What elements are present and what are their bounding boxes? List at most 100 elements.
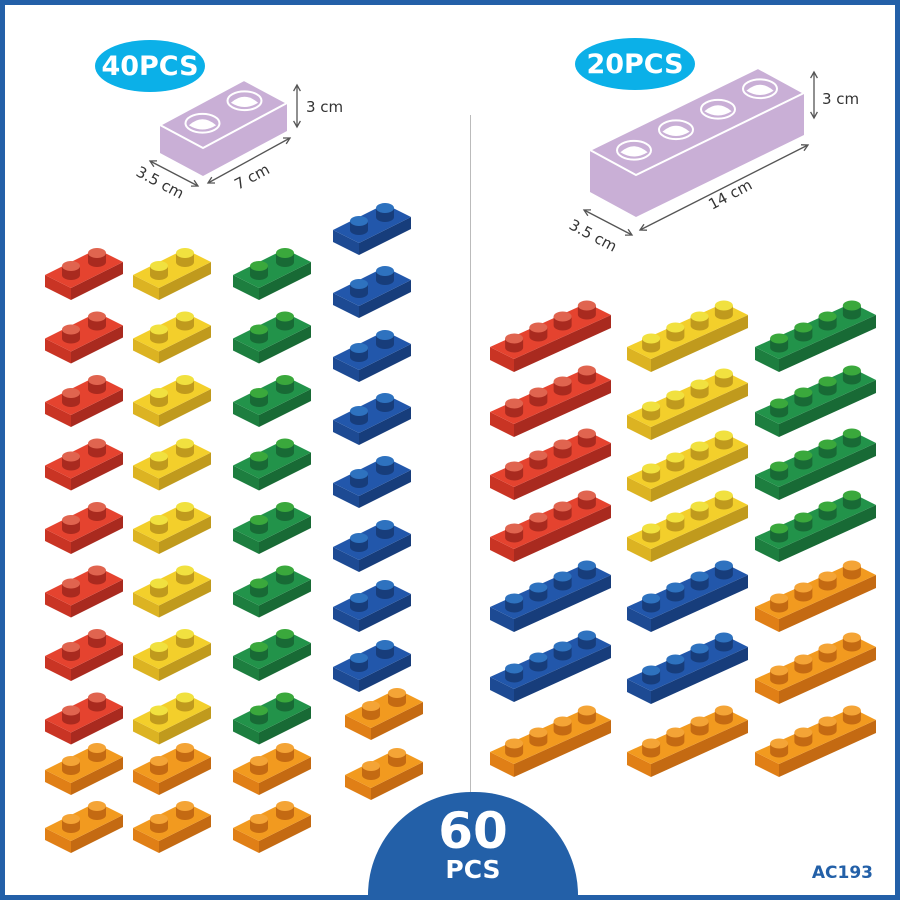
brick-side-face xyxy=(779,505,876,562)
stud-top xyxy=(714,300,733,311)
stud-top xyxy=(666,452,685,463)
brick-side-face xyxy=(259,579,311,618)
brick-end-face xyxy=(233,275,259,300)
divider xyxy=(470,115,471,795)
stud-top xyxy=(350,216,368,226)
stud-top xyxy=(350,533,368,543)
left-length-arrow xyxy=(207,137,291,184)
brick-side-face xyxy=(359,217,411,255)
brick-4x1-orange xyxy=(755,560,876,632)
brick-side-face xyxy=(359,280,411,318)
stud-top xyxy=(350,653,368,663)
stud-highlight xyxy=(188,119,217,130)
stud-top xyxy=(88,502,106,512)
stud-top xyxy=(529,387,548,398)
brick-end-face xyxy=(490,537,514,562)
stud-highlight xyxy=(230,96,259,107)
stud-top xyxy=(842,705,861,716)
stud-top xyxy=(714,490,733,501)
brick-side-face xyxy=(259,452,311,491)
brick-2x1-orange xyxy=(45,801,123,853)
brick-2x1-yellow xyxy=(133,692,211,745)
brick-side-face xyxy=(651,383,748,440)
stud-top xyxy=(714,430,733,441)
stud-top xyxy=(150,261,168,271)
brick-end-face xyxy=(755,752,779,777)
brick-side-face xyxy=(651,720,748,777)
stud-top xyxy=(770,523,789,534)
stud-top xyxy=(362,761,380,771)
stud-top xyxy=(505,333,524,344)
brick-side-face xyxy=(779,315,876,372)
stud-top xyxy=(388,748,406,758)
brick-2x1-blue xyxy=(333,330,411,382)
brick-4x1-yellow xyxy=(627,368,748,440)
brick-2x1-yellow xyxy=(133,565,211,618)
brick-end-face xyxy=(45,402,71,427)
brick-4x1-green xyxy=(755,300,876,372)
stud-top xyxy=(794,322,813,333)
stud-top xyxy=(577,428,596,439)
brick-end-face xyxy=(45,529,71,554)
brick-side-face xyxy=(779,380,876,437)
stud-top xyxy=(276,248,294,258)
brick-side-face xyxy=(71,325,123,364)
brick-end-face xyxy=(333,230,359,255)
brick-end-face xyxy=(755,347,779,372)
brick-side-face xyxy=(259,643,311,681)
stud-top xyxy=(818,311,837,322)
brick-side-face xyxy=(779,443,876,500)
brick-end-face xyxy=(233,656,259,681)
brick-side-face xyxy=(371,762,423,800)
brick-4x1-green xyxy=(755,428,876,500)
stud-top xyxy=(350,469,368,479)
stud-top xyxy=(276,743,294,753)
brick-4x1-yellow xyxy=(627,300,748,372)
brick-4x1-red xyxy=(490,300,611,372)
stud-top xyxy=(150,578,168,589)
stud-top xyxy=(176,629,194,639)
stud-top xyxy=(714,560,733,571)
stud-top xyxy=(818,571,837,582)
brick-side-face xyxy=(159,389,211,427)
brick-end-face xyxy=(490,412,514,437)
brick-2x1-blue xyxy=(333,456,411,508)
brick-2x1-yellow xyxy=(133,502,211,554)
left-length-arrow-head xyxy=(206,176,215,184)
stud-top xyxy=(818,643,837,654)
stud-top xyxy=(150,515,168,525)
left-height-label: 3 cm xyxy=(306,98,343,116)
stud-top xyxy=(642,665,661,676)
stud-top xyxy=(88,743,106,753)
stud-top xyxy=(529,512,548,523)
brick-4x1-orange xyxy=(755,632,876,704)
brick-4x1-orange xyxy=(627,705,748,777)
stud-top xyxy=(553,376,572,387)
stud-top xyxy=(714,368,733,379)
brick-2x1-green xyxy=(233,565,311,618)
brick-end-face xyxy=(755,607,779,632)
stud-top xyxy=(250,451,268,462)
stud-top xyxy=(362,701,380,711)
stud-top xyxy=(690,501,709,512)
stud-top xyxy=(176,438,194,449)
brick-2x1-yellow xyxy=(133,248,211,300)
brick-end-face xyxy=(133,828,159,853)
right-width-arrow-head xyxy=(582,209,592,217)
brick-end-face xyxy=(333,420,359,445)
brick-end-face xyxy=(333,547,359,572)
stud-top xyxy=(553,311,572,322)
total-unit: PCS xyxy=(445,855,501,884)
stud-top xyxy=(553,501,572,512)
brick-side-face xyxy=(636,93,804,217)
brick-end-face xyxy=(45,828,71,853)
stud-top xyxy=(150,388,168,398)
brick-end-face xyxy=(233,529,259,554)
brick-side-face xyxy=(359,654,411,692)
stud-top xyxy=(250,388,268,398)
stud-top xyxy=(529,322,548,333)
stud-top xyxy=(666,322,685,333)
brick-end-face xyxy=(133,465,159,491)
stud-top xyxy=(770,665,789,676)
stud-top xyxy=(62,578,80,589)
